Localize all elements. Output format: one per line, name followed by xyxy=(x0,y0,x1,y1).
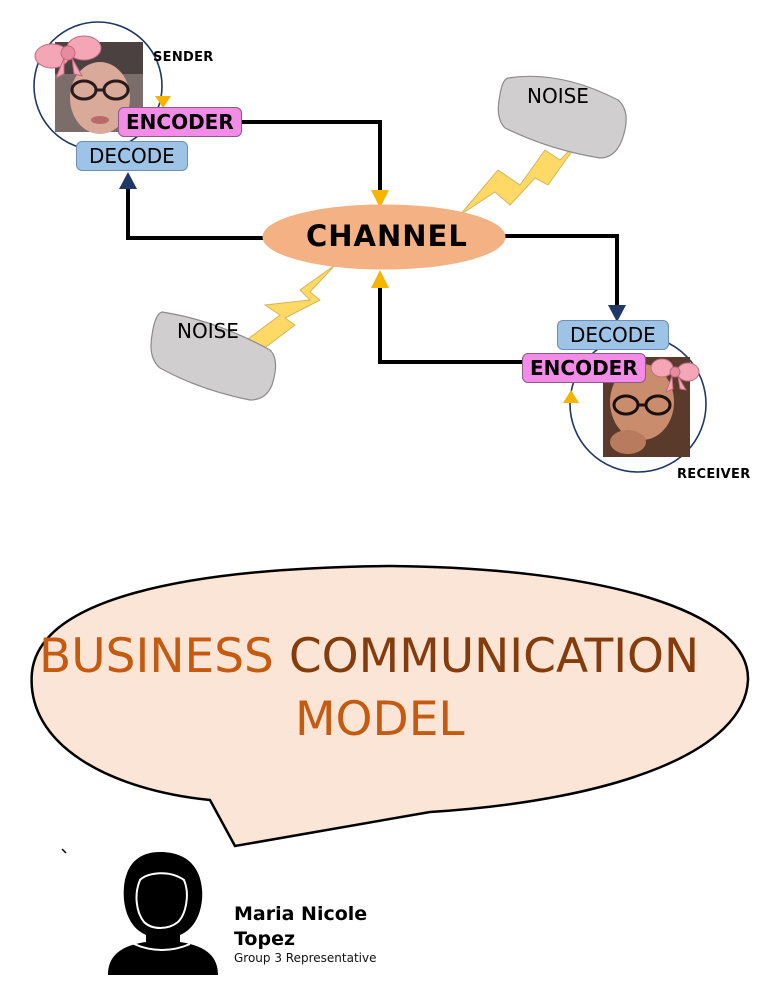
receiver-encoder-arrowhead xyxy=(563,390,579,403)
channel-ellipse xyxy=(262,204,506,270)
title-word-communication: COMMUNICATION xyxy=(288,629,700,684)
receiver-to-channel-arrowhead xyxy=(371,270,389,288)
lightning-bottom xyxy=(238,264,336,351)
channel-to-sender-decode-arrowhead xyxy=(119,172,137,189)
channel-to-receiver-line xyxy=(503,234,619,312)
presenter-name-line-1: Maria Nicole xyxy=(234,903,368,925)
noise-box-bottom xyxy=(150,311,277,401)
sender-to-channel-arrowhead xyxy=(371,190,389,208)
receiver-label: RECEIVER xyxy=(677,467,751,482)
title-word-model: MODEL xyxy=(295,692,465,747)
sender-label: SENDER xyxy=(153,50,214,65)
noise-label-bottom: NOISE xyxy=(177,319,239,343)
tick-mark xyxy=(61,848,67,854)
sender-photo xyxy=(55,42,143,134)
lightning-top xyxy=(459,139,581,216)
receiver-encoder-box: ENCODER xyxy=(522,353,646,383)
receiver-to-channel-line xyxy=(378,282,528,364)
channel-to-receiver-arrowhead xyxy=(608,305,626,322)
presenter-name-line-2: Topez xyxy=(234,928,296,950)
sender-decode-box: DECODE xyxy=(76,141,188,171)
receiver-bow-icon xyxy=(650,358,700,393)
sender-encoder-box: ENCODER xyxy=(118,107,242,137)
channel-to-sender-decode-line xyxy=(126,182,265,240)
sender-to-channel-line xyxy=(235,120,382,195)
person-silhouette-icon xyxy=(108,852,218,975)
channel-label: CHANNEL xyxy=(306,219,468,253)
receiver-decode-box: DECODE xyxy=(557,320,669,350)
presenter-role: Group 3 Representative xyxy=(234,951,377,965)
noise-label-top: NOISE xyxy=(527,84,589,108)
sender-bow-icon xyxy=(34,35,102,80)
speech-bubble xyxy=(30,564,750,848)
sender-encoder-arrowhead xyxy=(155,96,171,108)
title-word-business: BUSINESS xyxy=(39,629,274,684)
noise-box-top xyxy=(497,75,627,159)
title-line-1: BUSINESS COMMUNICATION xyxy=(39,633,699,680)
